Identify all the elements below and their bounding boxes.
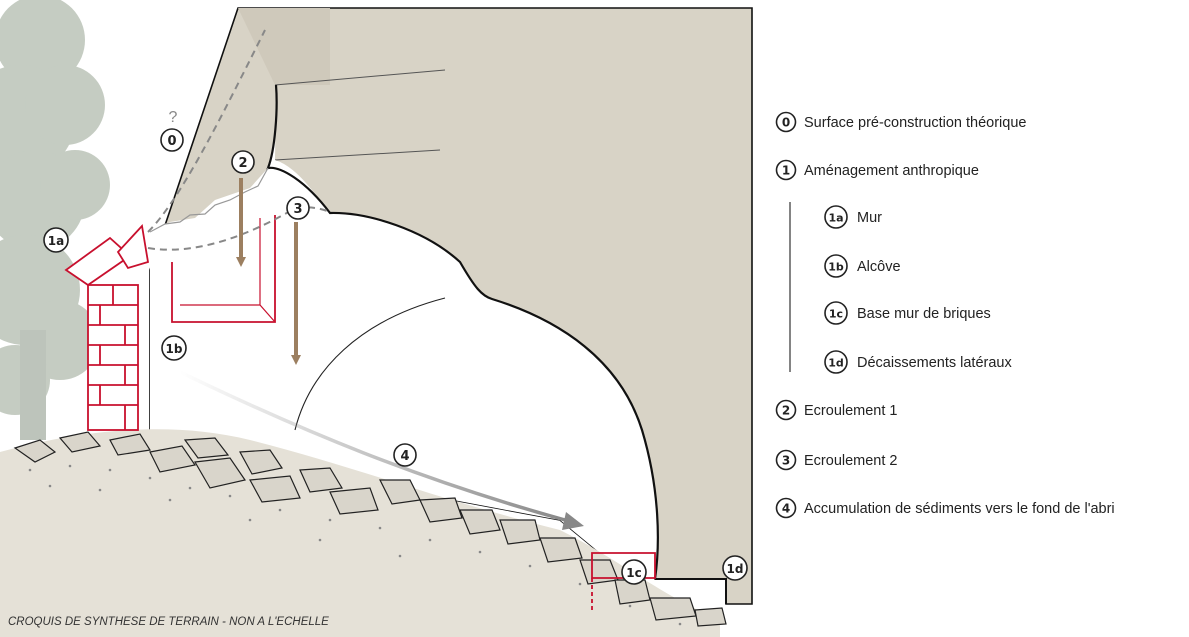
legend-item-1: 1 Aménagement anthropique [777,161,979,180]
legend-marker-2: 2 [782,404,790,418]
legend-label-1c: Base mur de briques [857,306,991,322]
legend-item-1d: 1d Décaissements latéraux [825,351,1012,373]
marker-1c-label: 1c [626,566,641,580]
legend-label-1: Aménagement anthropique [804,163,979,179]
legend-marker-4: 4 [782,502,790,516]
legend-item-3: 3 Ecroulement 2 [777,451,898,470]
legend-label-4: Accumulation de sédiments vers le fond d… [804,501,1115,517]
marker-1b-label: 1b [166,342,183,356]
legend-item-1b: 1b Alcôve [825,255,901,277]
legend-label-1b: Alcôve [857,259,901,275]
marker-1a: 1a [44,228,68,252]
legend-marker-1d: 1d [828,357,844,370]
legend-label-1d: Décaissements latéraux [857,355,1012,371]
legend-marker-0: 0 [782,116,790,130]
sketch-caption: CROQUIS DE SYNTHESE DE TERRAIN - NON A L… [8,616,329,628]
legend-item-0: 0 Surface pré-construction théorique [777,113,1027,132]
legend-item-1a: 1a Mur [825,206,882,228]
legend-label-1a: Mur [857,210,882,226]
legend-item-2: 2 Ecroulement 1 [777,401,898,420]
marker-1b: 1b [162,336,186,360]
marker-4: 4 [394,444,416,466]
marker-4-label: 4 [400,449,409,464]
marker-3: 3 [287,197,309,219]
legend-marker-1b: 1b [828,261,844,274]
marker-3-label: 3 [293,202,302,217]
question-mark: ? [169,109,178,126]
marker-2-label: 2 [238,156,247,171]
legend-label-0: Surface pré-construction théorique [804,115,1026,131]
legend-marker-1: 1 [782,164,790,178]
legend-label-2: Ecroulement 1 [804,403,898,419]
marker-1d-label: 1d [727,562,744,576]
marker-1c: 1c [622,560,646,584]
marker-1d: 1d [723,556,747,580]
marker-0: 0 [161,129,183,151]
legend: 0 Surface pré-construction théorique 1 A… [777,113,1115,518]
legend-label-3: Ecroulement 2 [804,453,898,469]
marker-0-label: 0 [167,134,176,149]
legend-item-1c: 1c Base mur de briques [825,302,991,324]
legend-marker-3: 3 [782,454,790,468]
legend-item-4: 4 Accumulation de sédiments vers le fond… [777,499,1115,518]
legend-marker-1a: 1a [828,212,843,225]
marker-2: 2 [232,151,254,173]
legend-marker-1c: 1c [829,308,843,321]
marker-1a-label: 1a [48,234,64,248]
